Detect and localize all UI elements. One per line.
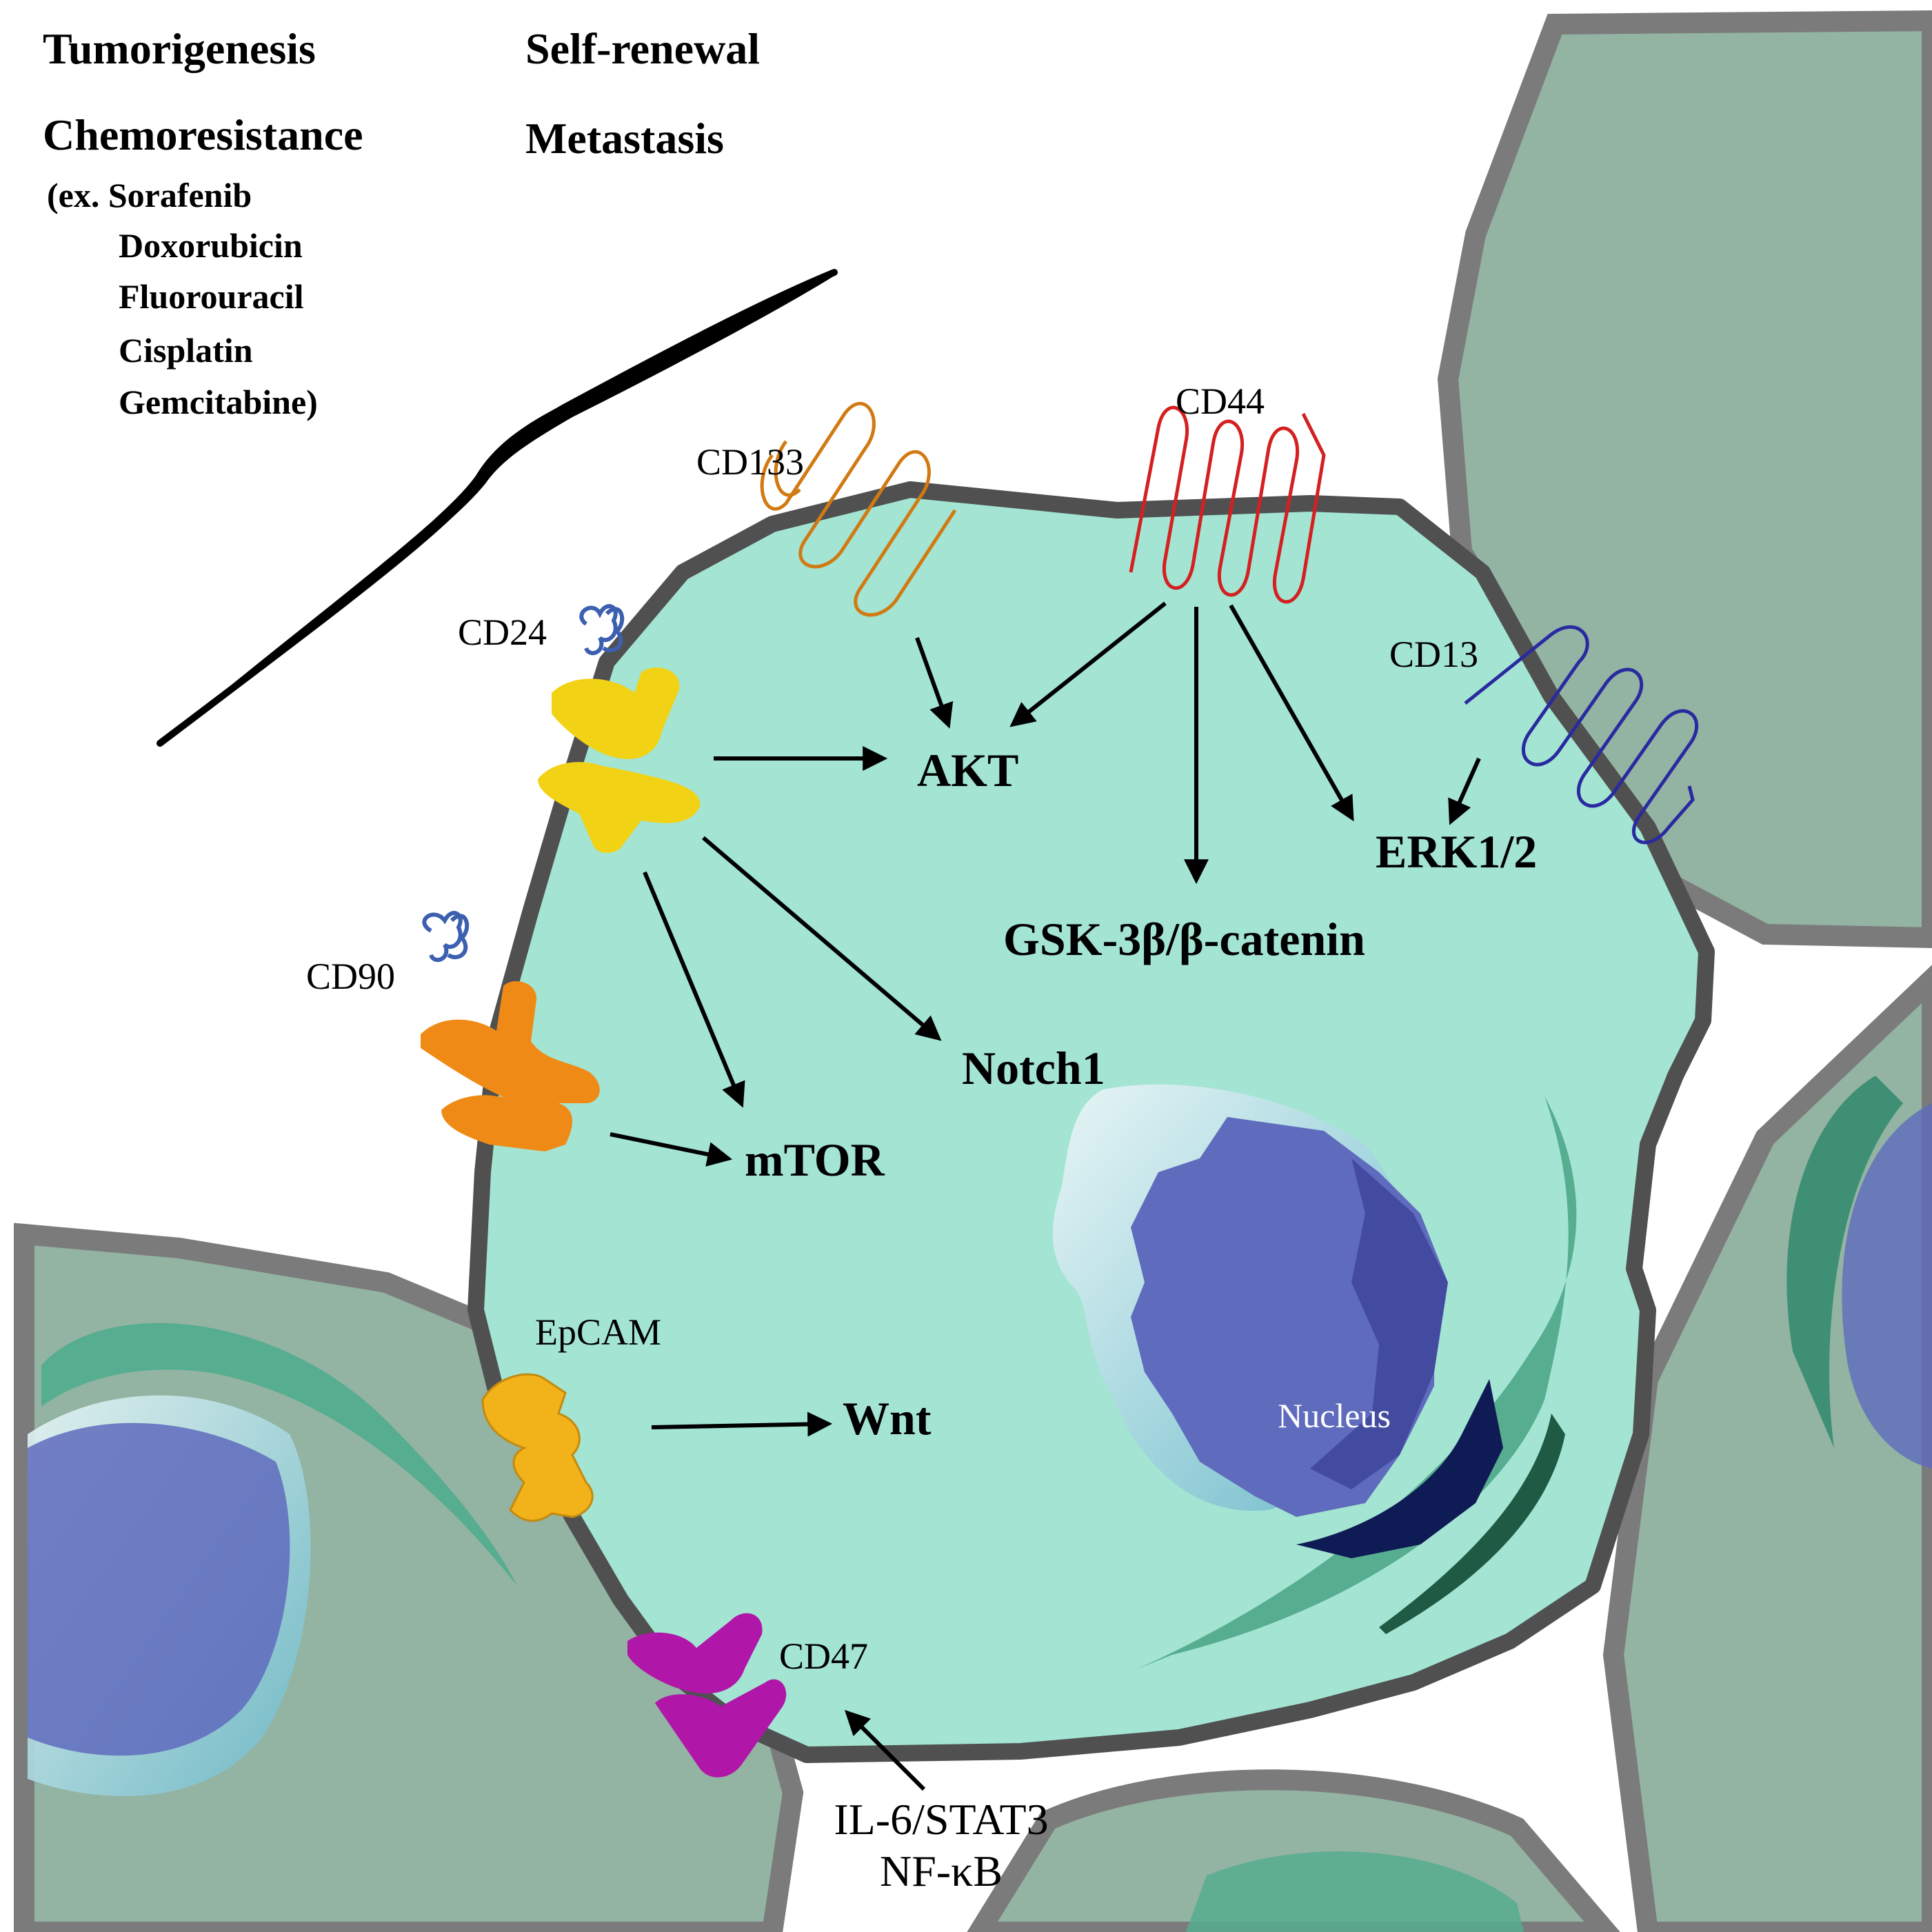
arrow-il6-cd47	[844, 1709, 926, 1791]
arrow-cd24-mtor	[643, 871, 745, 1108]
cd44-receptor	[1129, 405, 1326, 604]
label-akt: AKT	[917, 744, 1018, 796]
outcomes-block: Tumorigenesis Self-renewal Chemoresistan…	[43, 24, 760, 421]
arrow-cd90-mtor	[610, 1132, 733, 1167]
nucleus-label: Nucleus	[1278, 1396, 1391, 1435]
cd133-receptor	[760, 401, 957, 617]
label-cd133: CD133	[696, 441, 804, 483]
label-cd24: CD24	[458, 612, 547, 653]
drug-list-item: Cisplatin	[119, 331, 253, 370]
arrow-cd13-erk	[1448, 757, 1481, 825]
signaling-arrows	[610, 601, 1481, 1791]
epcam-receptor	[481, 1373, 594, 1522]
outcome-tumorigenesis: Tumorigenesis	[43, 24, 316, 73]
arrow-cd44-akt	[1009, 601, 1167, 727]
arrow-cd44-erk	[1229, 604, 1354, 822]
label-notch: Notch1	[962, 1042, 1105, 1094]
nucleus: Nucleus	[1052, 1084, 1503, 1558]
cd47-receptor	[627, 1613, 787, 1778]
marker-labels: CD133 CD44 CD24 CD13 CD90 EpCAM CD47	[306, 381, 1478, 1677]
label-epcam: EpCAM	[535, 1311, 661, 1353]
label-nfkb: NF-κB	[880, 1847, 1003, 1895]
label-erk: ERK1/2	[1376, 825, 1537, 878]
arrow-cd133-akt	[915, 636, 954, 729]
outcome-chemoresistance: Chemoresistance	[43, 110, 363, 159]
label-gsk: GSK-3β/β-catenin	[1003, 913, 1365, 965]
label-cd47: CD47	[779, 1636, 868, 1677]
extracellular-fiber-line	[157, 269, 838, 747]
upstream-labels: IL-6/STAT3 NF-κB	[834, 1795, 1048, 1895]
arrow-epcam-wnt	[651, 1411, 833, 1437]
label-cd13: CD13	[1389, 634, 1478, 675]
label-cd44: CD44	[1176, 381, 1265, 422]
cd90-receptor	[421, 911, 600, 1151]
label-cd90: CD90	[306, 956, 395, 997]
neighbor-cell-bottom	[967, 1769, 1620, 1932]
neighbor-cell-right	[1602, 965, 1932, 1932]
drug-list-item: Fluorouracil	[119, 277, 304, 316]
drug-list-item: (ex. Sorafenib	[47, 176, 252, 214]
outcome-metastasis: Metastasis	[525, 114, 724, 163]
arrow-cd24-notch	[702, 836, 942, 1041]
label-il6-stat3: IL-6/STAT3	[834, 1795, 1048, 1844]
drug-list-item: Doxorubicin	[119, 226, 303, 265]
pathway-labels: AKT ERK1/2 GSK-3β/β-catenin Notch1 mTOR …	[745, 744, 1537, 1445]
outcome-self-renewal: Self-renewal	[525, 24, 760, 73]
label-wnt: Wnt	[843, 1392, 932, 1445]
cd13-receptor	[1464, 625, 1699, 845]
drug-list-item: Gemcitabine)	[119, 383, 318, 421]
cd24-receptor	[538, 604, 701, 853]
label-mtor: mTOR	[745, 1134, 885, 1186]
